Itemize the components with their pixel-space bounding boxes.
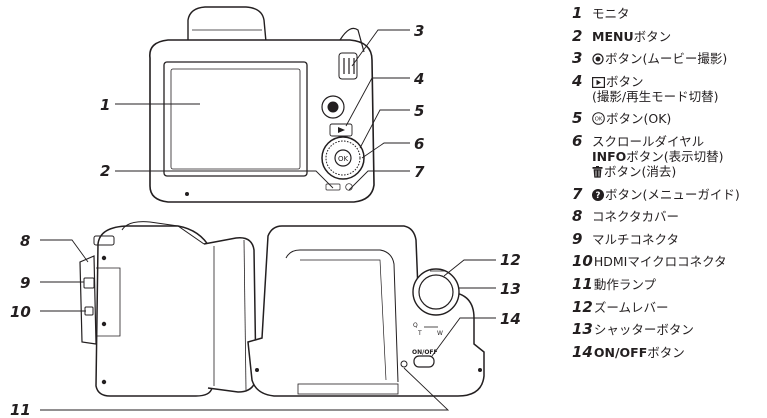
- callout-10: 10: [10, 303, 31, 321]
- callout-4: 4: [413, 70, 424, 88]
- legend-label: ボタン(表示切替): [626, 148, 724, 164]
- parts-legend: 1 モニタ 2 MENUボタン 3 ボタン(ムービー撮影) 4 ボタン (撮影/…: [572, 6, 764, 367]
- legend-item-4: 4 ボタン (撮影/再生モード切替): [572, 71, 764, 104]
- legend-item-8: 8 コネクタカバー: [572, 207, 764, 226]
- camera-top-view: Q T W ON/OFF: [247, 225, 485, 397]
- callout-9: 9: [20, 274, 30, 292]
- legend-label-line-2: INFOボタン(表示切替): [592, 149, 764, 164]
- callout-8: 8: [20, 232, 30, 250]
- legend-number: 8: [572, 207, 583, 226]
- legend-label: マルチコネクタ: [592, 231, 680, 247]
- legend-label: ボタン(ムービー撮影): [605, 51, 728, 67]
- camera-rear-view: OK: [149, 6, 375, 203]
- legend-number: 10: [572, 252, 593, 271]
- svg-text:Q: Q: [413, 322, 418, 329]
- help-icon: ?: [592, 188, 604, 201]
- callout-5: 5: [414, 102, 424, 120]
- playback-icon: [592, 76, 605, 88]
- legend-item-14: 14ON/OFFボタン: [572, 342, 764, 361]
- legend-number: 1: [572, 4, 583, 22]
- legend-label: ボタン(消去): [604, 163, 677, 179]
- legend-label: スクロールダイヤル: [592, 133, 705, 149]
- legend-label: コネクタカバー: [592, 209, 680, 225]
- legend-number: 7: [572, 184, 583, 203]
- legend-item-3: 3 ボタン(ムービー撮影): [572, 49, 764, 68]
- legend-label-bold: INFO: [592, 148, 627, 164]
- legend-label-bold: ON/OFF: [593, 344, 648, 360]
- legend-label: モニタ: [592, 6, 630, 21]
- legend-label-line-3: ボタン(消去): [592, 164, 764, 179]
- legend-item-9: 9 マルチコネクタ: [572, 229, 764, 248]
- legend-label-line-2: (撮影/再生モード切替): [592, 88, 719, 104]
- legend-label: HDMIマイクロコネクタ: [593, 254, 727, 270]
- legend-number: 14: [572, 342, 593, 361]
- leader-lines: [40, 29, 496, 411]
- legend-number: 13: [572, 320, 593, 339]
- ok-icon: OK: [592, 112, 605, 126]
- legend-number: 11: [572, 274, 593, 293]
- legend-label: ボタン: [647, 344, 685, 360]
- callout-13: 13: [500, 280, 521, 298]
- legend-label-bold: MENU: [592, 28, 634, 44]
- callout-1: 1: [100, 96, 110, 114]
- legend-number: 2: [572, 26, 583, 45]
- legend-item-10: 10HDMIマイクロコネクタ: [572, 252, 764, 271]
- callout-11: 11: [10, 401, 31, 418]
- camera-side-view: [79, 221, 257, 397]
- legend-number: 12: [572, 297, 593, 316]
- callout-6: 6: [414, 135, 424, 153]
- legend-item-1: 1 モニタ: [572, 4, 764, 22]
- legend-label: ボタン(OK): [606, 111, 672, 127]
- legend-item-12: 12ズームレバー: [572, 297, 764, 316]
- legend-number: 5: [572, 109, 583, 128]
- legend-item-6: 6 スクロールダイヤル INFOボタン(表示切替) ボタン(消去): [572, 131, 764, 179]
- legend-label: ボタン(メニューガイド): [605, 186, 740, 202]
- legend-item-13: 13シャッターボタン: [572, 320, 764, 339]
- callout-numbers: 1 2 3 4 5 6 7 8 9 10 11 12 13 14: [10, 22, 521, 418]
- legend-item-2: 2 MENUボタン: [572, 26, 764, 45]
- callout-7: 7: [414, 163, 425, 181]
- legend-label: シャッターボタン: [593, 322, 694, 338]
- legend-number: 4: [572, 71, 583, 90]
- camera-diagram: OK Q T W ON/OFF: [10, 6, 521, 418]
- trash-icon: [592, 165, 603, 178]
- legend-number: 9: [572, 229, 583, 248]
- movie-record-icon: [592, 53, 604, 65]
- svg-text:OK: OK: [595, 117, 603, 123]
- svg-text:?: ?: [596, 191, 601, 201]
- legend-item-7: 7 ? ボタン(メニューガイド): [572, 184, 764, 203]
- legend-item-11: 11動作ランプ: [572, 274, 764, 293]
- zoom-tele-label: T: [417, 330, 422, 337]
- legend-label: ボタン: [606, 73, 644, 89]
- on-off-label: ON/OFF: [412, 349, 438, 356]
- zoom-wide-label: W: [437, 330, 443, 337]
- legend-number: 3: [572, 49, 583, 68]
- legend-label: ズームレバー: [593, 299, 669, 315]
- legend-number: 6: [572, 131, 583, 150]
- legend-label: ボタン: [633, 28, 672, 44]
- callout-3: 3: [414, 22, 424, 40]
- callout-2: 2: [100, 162, 110, 180]
- callout-14: 14: [500, 310, 521, 328]
- callout-12: 12: [500, 251, 521, 269]
- svg-text:OK: OK: [338, 155, 349, 163]
- legend-label: 動作ランプ: [593, 276, 657, 292]
